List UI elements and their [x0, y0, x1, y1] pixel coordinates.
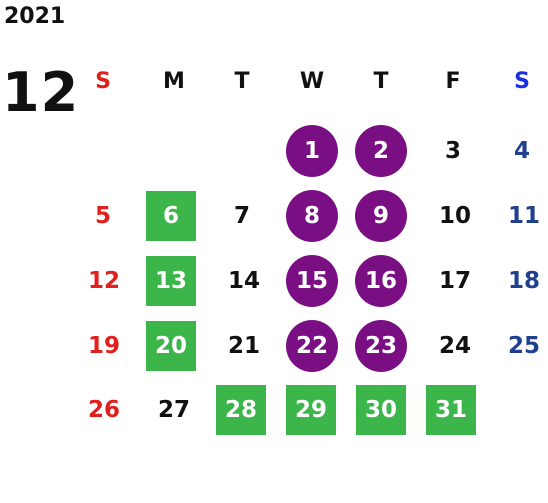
day-cell-23[interactable]: 23 [355, 320, 407, 372]
weekday-header-sat: S [514, 68, 530, 94]
day-cell-19[interactable]: 19 [87, 333, 120, 359]
weekday-header-tue: T [234, 68, 250, 94]
day-cell-29[interactable]: 29 [286, 385, 336, 435]
day-cell-15[interactable]: 15 [286, 255, 338, 307]
day-cell-14[interactable]: 14 [227, 268, 260, 294]
weekday-header-mon: M [163, 68, 185, 94]
weekday-header-fri: F [445, 68, 461, 94]
day-cell-12[interactable]: 12 [87, 268, 120, 294]
day-cell-7[interactable]: 7 [233, 203, 250, 229]
weekday-header-sun: S [95, 68, 111, 94]
day-cell-9[interactable]: 9 [355, 190, 407, 242]
day-cell-6[interactable]: 6 [146, 191, 196, 241]
day-cell-4[interactable]: 4 [513, 138, 530, 164]
day-cell-27[interactable]: 27 [157, 397, 190, 423]
day-cell-17[interactable]: 17 [438, 268, 471, 294]
day-cell-16[interactable]: 16 [355, 255, 407, 307]
day-cell-28[interactable]: 28 [216, 385, 266, 435]
day-cell-13[interactable]: 13 [146, 256, 196, 306]
month-number: 12 [2, 61, 80, 124]
day-cell-22[interactable]: 22 [286, 320, 338, 372]
day-cell-11[interactable]: 11 [507, 203, 540, 229]
day-cell-31[interactable]: 31 [426, 385, 476, 435]
day-cell-30[interactable]: 30 [356, 385, 406, 435]
day-cell-8[interactable]: 8 [286, 190, 338, 242]
day-cell-2[interactable]: 2 [355, 125, 407, 177]
year-label: 2021 [4, 4, 66, 29]
day-cell-18[interactable]: 18 [507, 268, 540, 294]
day-cell-1[interactable]: 1 [286, 125, 338, 177]
day-cell-26[interactable]: 26 [87, 397, 120, 423]
weekday-header-wed: W [299, 68, 325, 94]
weekday-header-thu: T [373, 68, 389, 94]
day-cell-24[interactable]: 24 [438, 333, 471, 359]
day-cell-5[interactable]: 5 [94, 203, 111, 229]
day-cell-21[interactable]: 21 [227, 333, 260, 359]
day-cell-25[interactable]: 25 [507, 333, 540, 359]
day-cell-3[interactable]: 3 [444, 138, 461, 164]
day-cell-20[interactable]: 20 [146, 321, 196, 371]
day-cell-10[interactable]: 10 [438, 203, 471, 229]
